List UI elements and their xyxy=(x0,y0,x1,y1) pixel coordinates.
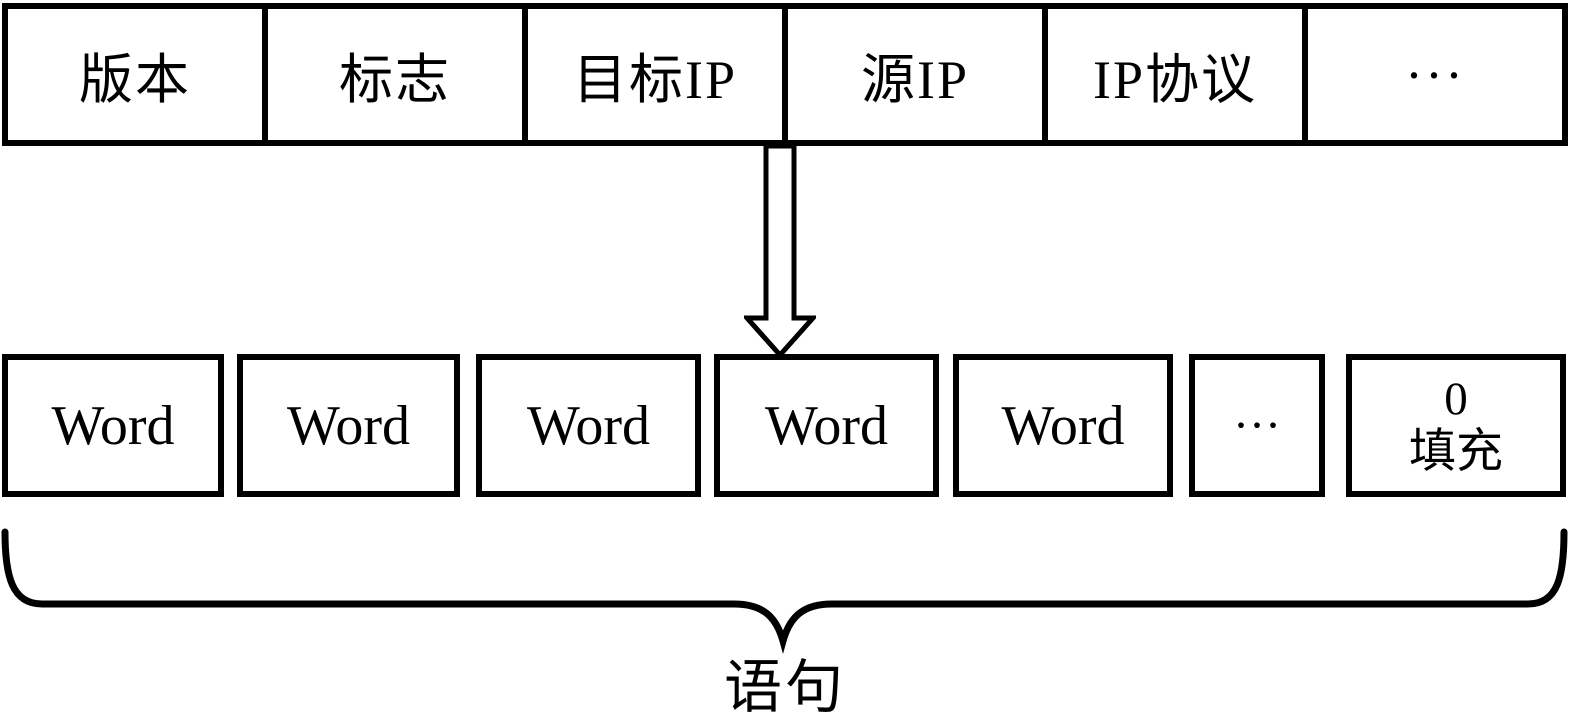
header-cell-src-ip: 源IP xyxy=(788,9,1048,140)
ip-header-field-row: 版本 标志 目标IP 源IP IP协议 ··· xyxy=(2,3,1568,146)
word-box: Word xyxy=(2,354,224,497)
word-box: Word xyxy=(237,354,460,497)
sentence-label: 语句 xyxy=(723,655,846,720)
down-arrow-icon xyxy=(744,144,816,358)
header-cell-ellipsis: ··· xyxy=(1405,44,1465,105)
header-cell-ip-protocol: IP协议 xyxy=(1048,9,1308,140)
curly-brace-icon xyxy=(1,528,1568,654)
word-box: Word xyxy=(476,354,701,497)
header-cell-dest-ip: 目标IP xyxy=(528,9,788,140)
header-cell-version: 版本 xyxy=(8,9,268,140)
zero-padding-box: 0 填充 xyxy=(1346,354,1566,497)
word-box: Word xyxy=(714,354,939,497)
zero-padding-line2: 填充 xyxy=(1409,425,1503,478)
header-cell-flags: 标志 xyxy=(268,9,528,140)
zero-padding-line1: 0 xyxy=(1444,372,1468,425)
word-box: Word xyxy=(953,354,1173,497)
ellipsis-box: ··· xyxy=(1189,354,1325,497)
